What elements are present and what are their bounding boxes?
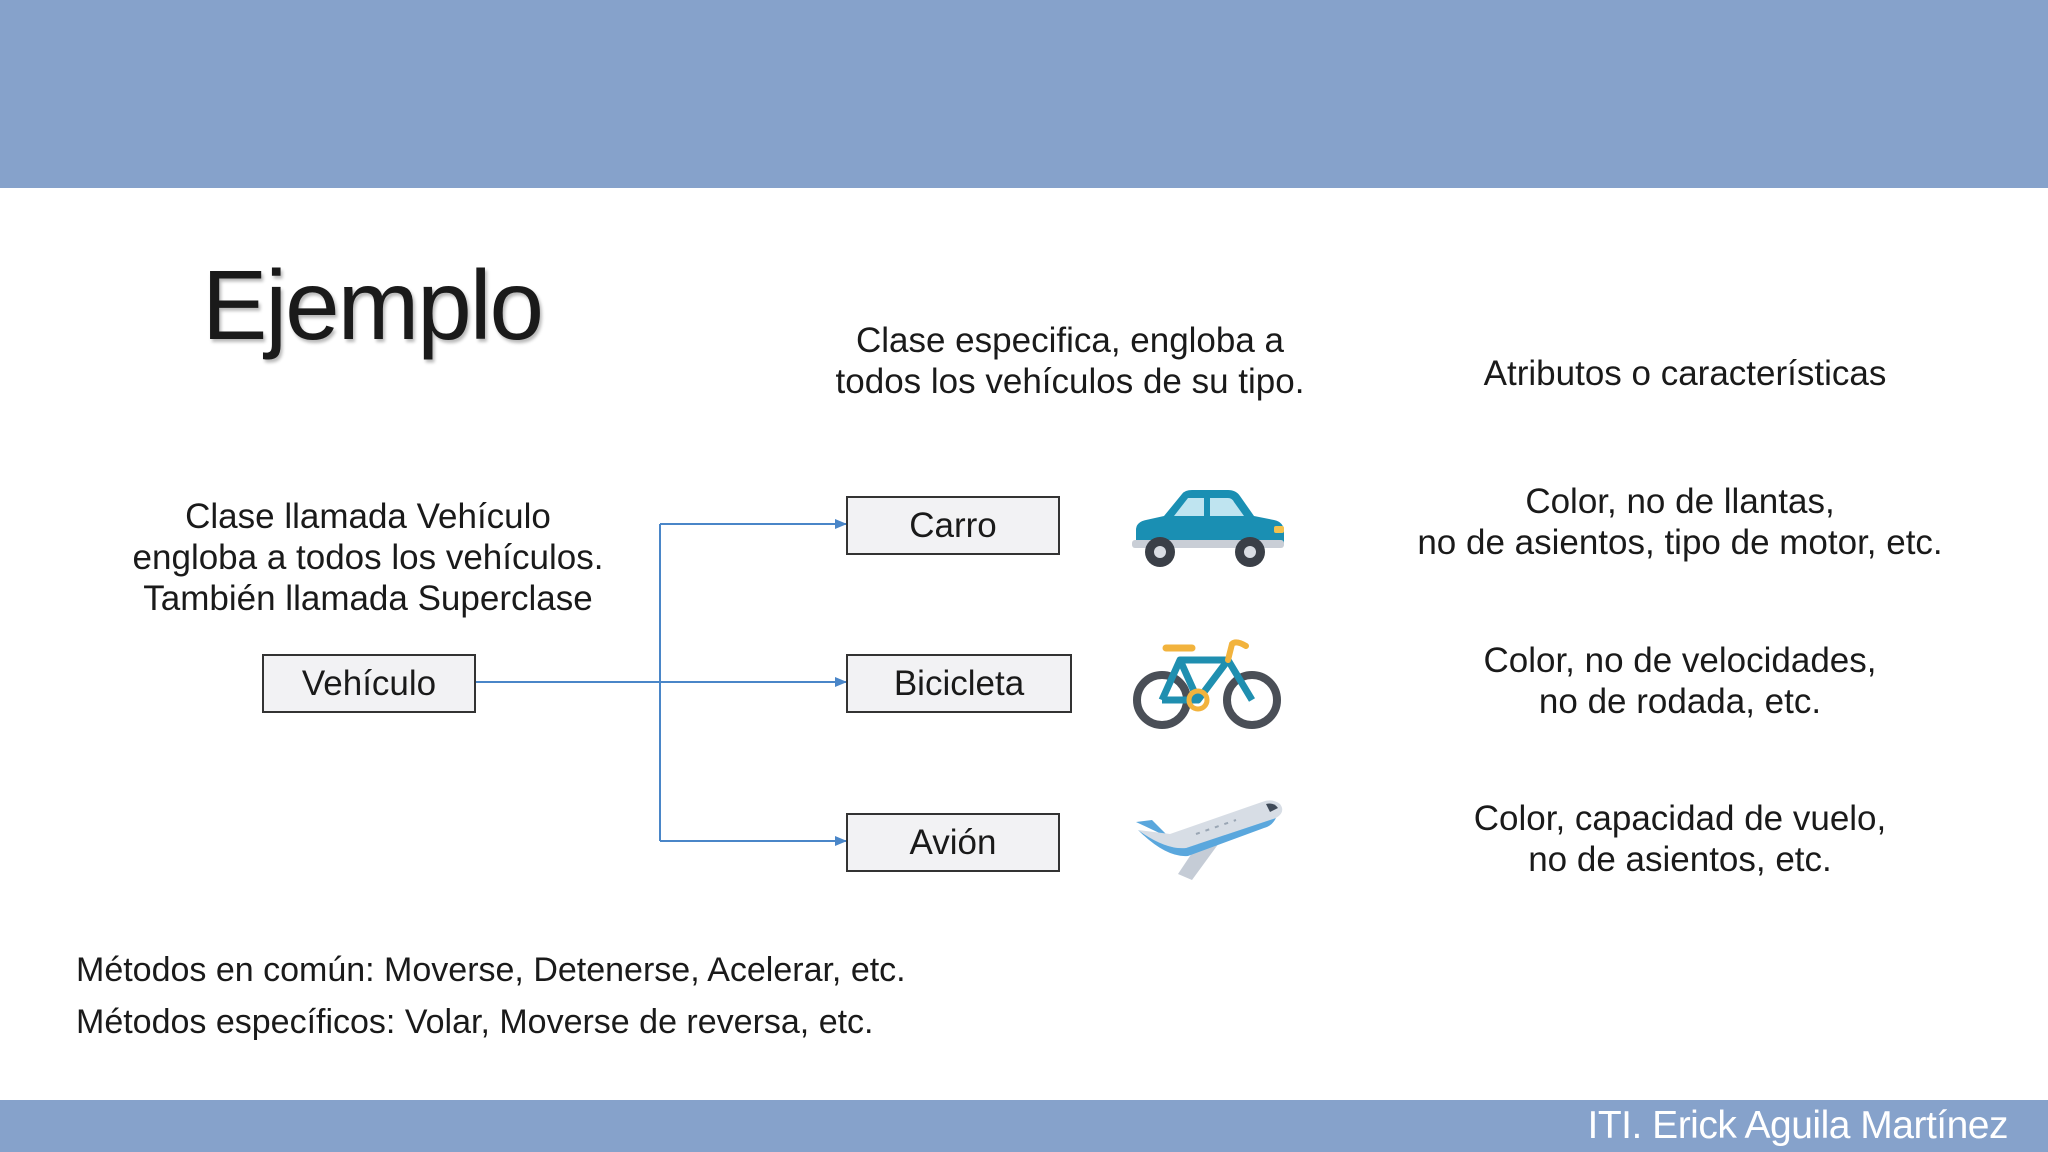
superclass-desc-line-1: Clase llamada Vehículo (185, 497, 551, 536)
avion-attr-line-1: Color, capacidad de vuelo, (1473, 799, 1887, 838)
bicycle-icon (1133, 639, 1281, 729)
attributes-heading: Atributos o características (1483, 354, 1887, 393)
vehiculo-class-box: Vehículo (262, 654, 476, 713)
airplane-icon (1136, 800, 1283, 880)
car-icon (1132, 490, 1284, 567)
slide-title: Ejemplo (202, 250, 544, 360)
carro-class-box: Carro (846, 496, 1060, 555)
superclass-desc-line-3: También llamada Superclase (143, 579, 593, 618)
bicicleta-attr-line-2: no de rodada, etc. (1538, 682, 1822, 721)
carro-attr-line-1: Color, no de llantas, (1525, 482, 1835, 521)
header-band (0, 0, 2048, 188)
superclass-description: Clase llamada Vehículo engloba a todos l… (118, 496, 618, 619)
specific-class-heading: Clase especifica, engloba a todos los ve… (820, 320, 1320, 402)
avion-class-box: Avión (846, 813, 1060, 872)
specific-heading-line-1: Clase especifica, engloba a (855, 321, 1285, 360)
carro-attributes: Color, no de llantas, no de asientos, ti… (1400, 481, 1960, 563)
avion-attr-line-2: no de asientos, etc. (1528, 840, 1832, 879)
bicicleta-attributes: Color, no de velocidades, no de rodada, … (1400, 640, 1960, 722)
bicicleta-attr-line-1: Color, no de velocidades, (1483, 641, 1877, 680)
specific-methods-text: Métodos específicos: Volar, Moverse de r… (76, 1003, 874, 1041)
avion-attributes: Color, capacidad de vuelo, no de asiento… (1400, 798, 1960, 880)
common-methods-text: Métodos en común: Moverse, Detenerse, Ac… (76, 951, 906, 989)
specific-heading-line-2: todos los vehículos de su tipo. (835, 362, 1305, 401)
footer-band (0, 1100, 2048, 1152)
superclass-desc-line-2: engloba a todos los vehículos. (132, 538, 604, 577)
footer-author: ITI. Erick Aguila Martínez (1587, 1104, 2009, 1147)
carro-attr-line-2: no de asientos, tipo de motor, etc. (1417, 523, 1943, 562)
bicicleta-class-box: Bicicleta (846, 654, 1072, 713)
